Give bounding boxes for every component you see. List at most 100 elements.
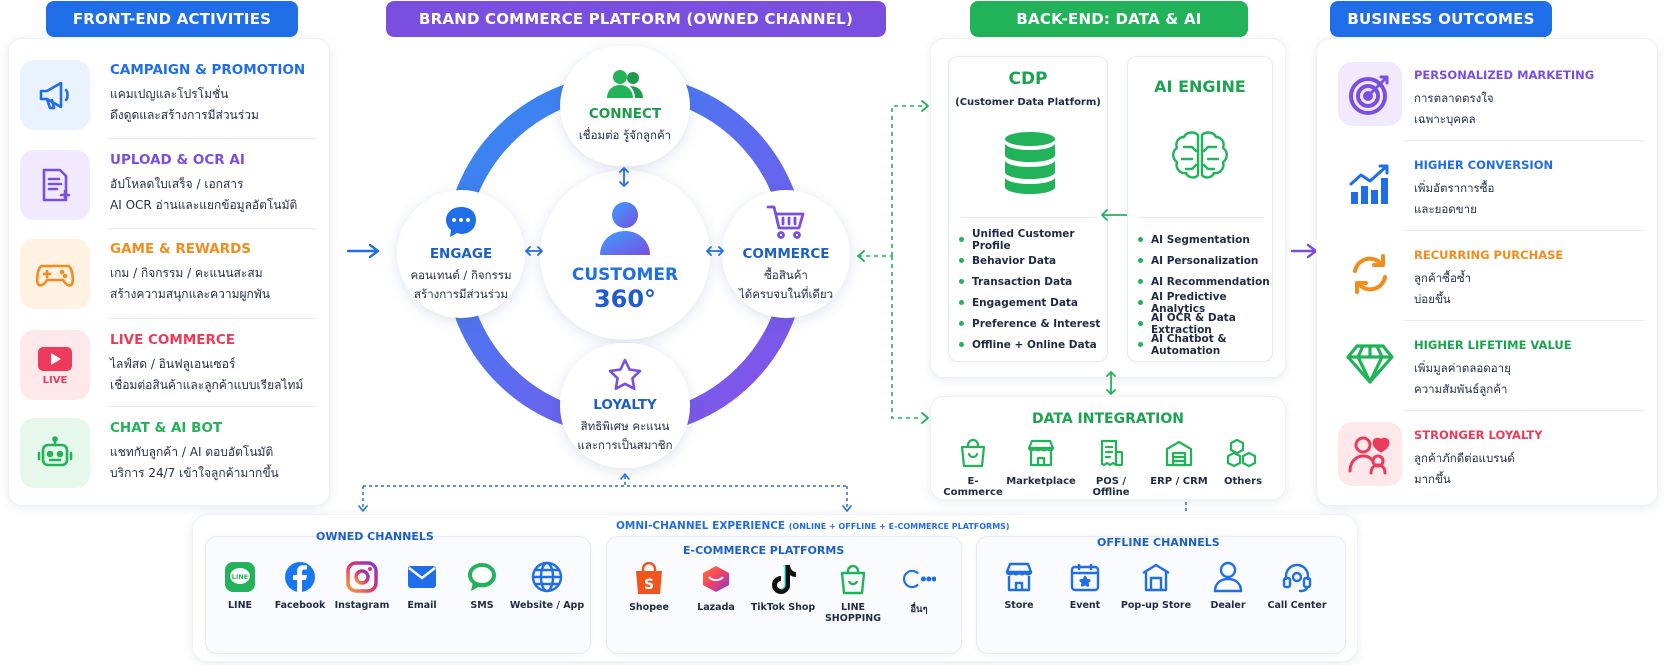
store-icon bbox=[1002, 560, 1036, 594]
owned-channels-box bbox=[205, 536, 591, 654]
ai-item: AI Recommendation bbox=[1138, 271, 1272, 292]
channel-event[interactable]: Event bbox=[1044, 560, 1126, 611]
cdp-subtitle: (Customer Data Platform) bbox=[955, 97, 1101, 108]
integration-label: E-Commerce bbox=[943, 476, 1003, 498]
sms-icon bbox=[465, 560, 499, 594]
channel-popup-store[interactable]: Pop-up Store bbox=[1115, 560, 1197, 611]
loyalty-line1: สิทธิพิเศษ คะแนน bbox=[580, 418, 670, 433]
cdp-item: Behavior Data bbox=[959, 250, 1107, 271]
integration-pos: POS / Offline bbox=[1076, 438, 1146, 498]
channel-email[interactable]: Email bbox=[381, 560, 463, 611]
outcome-title: STRONGER LOYALTY bbox=[1414, 428, 1543, 442]
ocr-line2: AI OCR อ่านและแยกข้อมูลอัตโนมัติ bbox=[110, 198, 298, 212]
ai-item: AI OCR & Data Extraction bbox=[1138, 312, 1272, 336]
ecommerce-platforms-box bbox=[606, 536, 962, 654]
target-icon bbox=[1338, 62, 1402, 126]
divider bbox=[1404, 140, 1644, 141]
channel-label: Call Center bbox=[1267, 600, 1327, 611]
cdp-item: Preference & Interest bbox=[959, 313, 1107, 334]
divider bbox=[108, 138, 316, 139]
outcome-title: HIGHER LIFETIME VALUE bbox=[1414, 338, 1572, 352]
chat-line2: บริการ 24/7 เข้าใจลูกค้ามากขึ้น bbox=[110, 466, 279, 480]
cdp-title: CDP bbox=[1008, 69, 1048, 89]
divider bbox=[961, 217, 1097, 218]
outcome-conversion: HIGHER CONVERSION เพิ่มอัตราการซื้อและยอ… bbox=[1328, 146, 1654, 236]
loyalty-node: LOYALTY สิทธิพิเศษ คะแนน และการเป็นสมาชิ… bbox=[560, 343, 690, 468]
dashed-connector bbox=[857, 100, 929, 424]
cdp-item: Offline + Online Data bbox=[959, 334, 1107, 355]
commerce-node: COMMERCE ซื้อสินค้า ได้ครบจบในที่เดียว bbox=[722, 190, 850, 318]
channel-call-center[interactable]: Call Center bbox=[1256, 560, 1338, 611]
channel-label: Pop-up Store bbox=[1120, 600, 1192, 611]
campaign-line2: ดึงดูดและสร้างการมีส่วนร่วม bbox=[110, 108, 259, 122]
front-end-item-ocr: UPLOAD & OCR AI อัปโหลดใบเสร็จ / เอกสาร … bbox=[20, 142, 330, 234]
outcome-recurring: RECURRING PURCHASE ลูกค้าซื้อซ้ำบ่อยขึ้น bbox=[1328, 236, 1654, 326]
channel-tiktok-shop[interactable]: TikTok Shop bbox=[742, 562, 824, 613]
channel-label: Shopee bbox=[629, 602, 669, 613]
megaphone-icon bbox=[20, 60, 90, 130]
channel-label: Event bbox=[1069, 600, 1101, 611]
channel-shopee[interactable]: S Shopee bbox=[608, 562, 690, 613]
channel-line[interactable]: LINE LINE bbox=[199, 560, 281, 611]
channel-line-shopping[interactable]: LINE SHOPPING bbox=[812, 562, 894, 624]
svg-text:S: S bbox=[644, 577, 654, 593]
cart-icon bbox=[766, 205, 805, 239]
ecommerce-platforms-title: E-COMMERCE PLATFORMS bbox=[683, 544, 845, 557]
integration-label: Others bbox=[1223, 476, 1263, 487]
channel-facebook[interactable]: Facebook bbox=[259, 560, 341, 611]
channel-lazada[interactable]: Lazada bbox=[675, 562, 757, 613]
customer-icon bbox=[600, 202, 650, 255]
line-icon: LINE bbox=[223, 560, 257, 594]
more-icon bbox=[902, 562, 936, 596]
live-line1: ไลฟ์สด / อินฟลูเอนเซอร์ bbox=[110, 357, 236, 371]
engage-line2: สร้างการมีส่วนร่วม bbox=[414, 287, 508, 301]
ai-item: AI Personalization bbox=[1138, 250, 1272, 271]
integration-label: POS / Offline bbox=[1092, 476, 1130, 498]
integration-label: Marketplace bbox=[1006, 476, 1076, 487]
channel-label: Store bbox=[1004, 600, 1034, 611]
front-end-item-live: LIVE LIVE COMMERCE ไลฟ์สด / อินฟลูเอนเซอ… bbox=[20, 322, 330, 414]
loyalty-line2: และการเป็นสมาชิก bbox=[577, 437, 673, 452]
dashed-connector bbox=[358, 473, 852, 512]
integration-marketplace: Marketplace bbox=[1006, 438, 1076, 487]
ai-item: AI Segmentation bbox=[1138, 229, 1272, 250]
live-title: LIVE COMMERCE bbox=[110, 332, 235, 348]
outcome-lifetime: HIGHER LIFETIME VALUE เพิ่มมูลค่าตลอดอาย… bbox=[1328, 326, 1654, 416]
channel-website[interactable]: Website / App bbox=[506, 560, 588, 611]
game-line2: สร้างความสนุกและความผูกพัน bbox=[110, 287, 270, 301]
channel-others[interactable]: อื่นๆ bbox=[878, 562, 960, 617]
calendar-icon bbox=[1068, 560, 1102, 594]
connect-node: CONNECT เชื่อมต่อ รู้จักลูกค้า bbox=[560, 46, 690, 166]
users-icon bbox=[607, 69, 643, 98]
svg-text:LINE: LINE bbox=[232, 573, 248, 581]
popup-store-icon bbox=[1139, 560, 1173, 594]
diamond-icon bbox=[1338, 332, 1402, 396]
engage-node: ENGAGE คอนเทนต์ / กิจกรรม สร้างการมีส่วน… bbox=[397, 190, 525, 318]
channel-label: Email bbox=[407, 600, 437, 611]
lazada-icon bbox=[699, 562, 733, 596]
divider bbox=[1404, 230, 1644, 231]
loyalty-title: LOYALTY bbox=[593, 396, 657, 413]
connect-title: CONNECT bbox=[588, 105, 662, 122]
ai-item: AI Predictive Analytics bbox=[1138, 291, 1272, 315]
game-title: GAME & REWARDS bbox=[110, 241, 252, 257]
globe-icon bbox=[530, 560, 564, 594]
channel-sms[interactable]: SMS bbox=[441, 560, 523, 611]
connect-sub: เชื่อมต่อ รู้จักลูกค้า bbox=[578, 127, 672, 142]
channel-label: Website / App bbox=[509, 600, 585, 611]
front-end-item-campaign: CAMPAIGN & PROMOTION แคมเปญและโปรโมชั่น … bbox=[20, 52, 330, 144]
front-end-item-game: GAME & REWARDS เกม / กิจกรรม / คะแนนสะสม… bbox=[20, 231, 330, 323]
headset-icon bbox=[1280, 560, 1314, 594]
engage-title: ENGAGE bbox=[429, 246, 493, 262]
receipt-icon bbox=[1100, 439, 1124, 467]
offline-channels-box bbox=[976, 536, 1346, 654]
omni-channel-title: OMNI-CHANNEL EXPERIENCE (ONLINE + OFFLIN… bbox=[616, 520, 1010, 532]
data-integration-title: DATA INTEGRATION bbox=[1032, 411, 1184, 427]
platform-header: BRAND COMMERCE PLATFORM (OWNED CHANNEL) bbox=[386, 1, 886, 37]
channel-store[interactable]: Store bbox=[978, 560, 1060, 611]
shopee-icon: S bbox=[632, 562, 666, 596]
integration-erp: ERP / CRM bbox=[1144, 438, 1214, 487]
channel-instagram[interactable]: Instagram bbox=[321, 560, 403, 611]
customer-title: CUSTOMER bbox=[571, 265, 679, 285]
channel-dealer[interactable]: Dealer bbox=[1187, 560, 1269, 611]
